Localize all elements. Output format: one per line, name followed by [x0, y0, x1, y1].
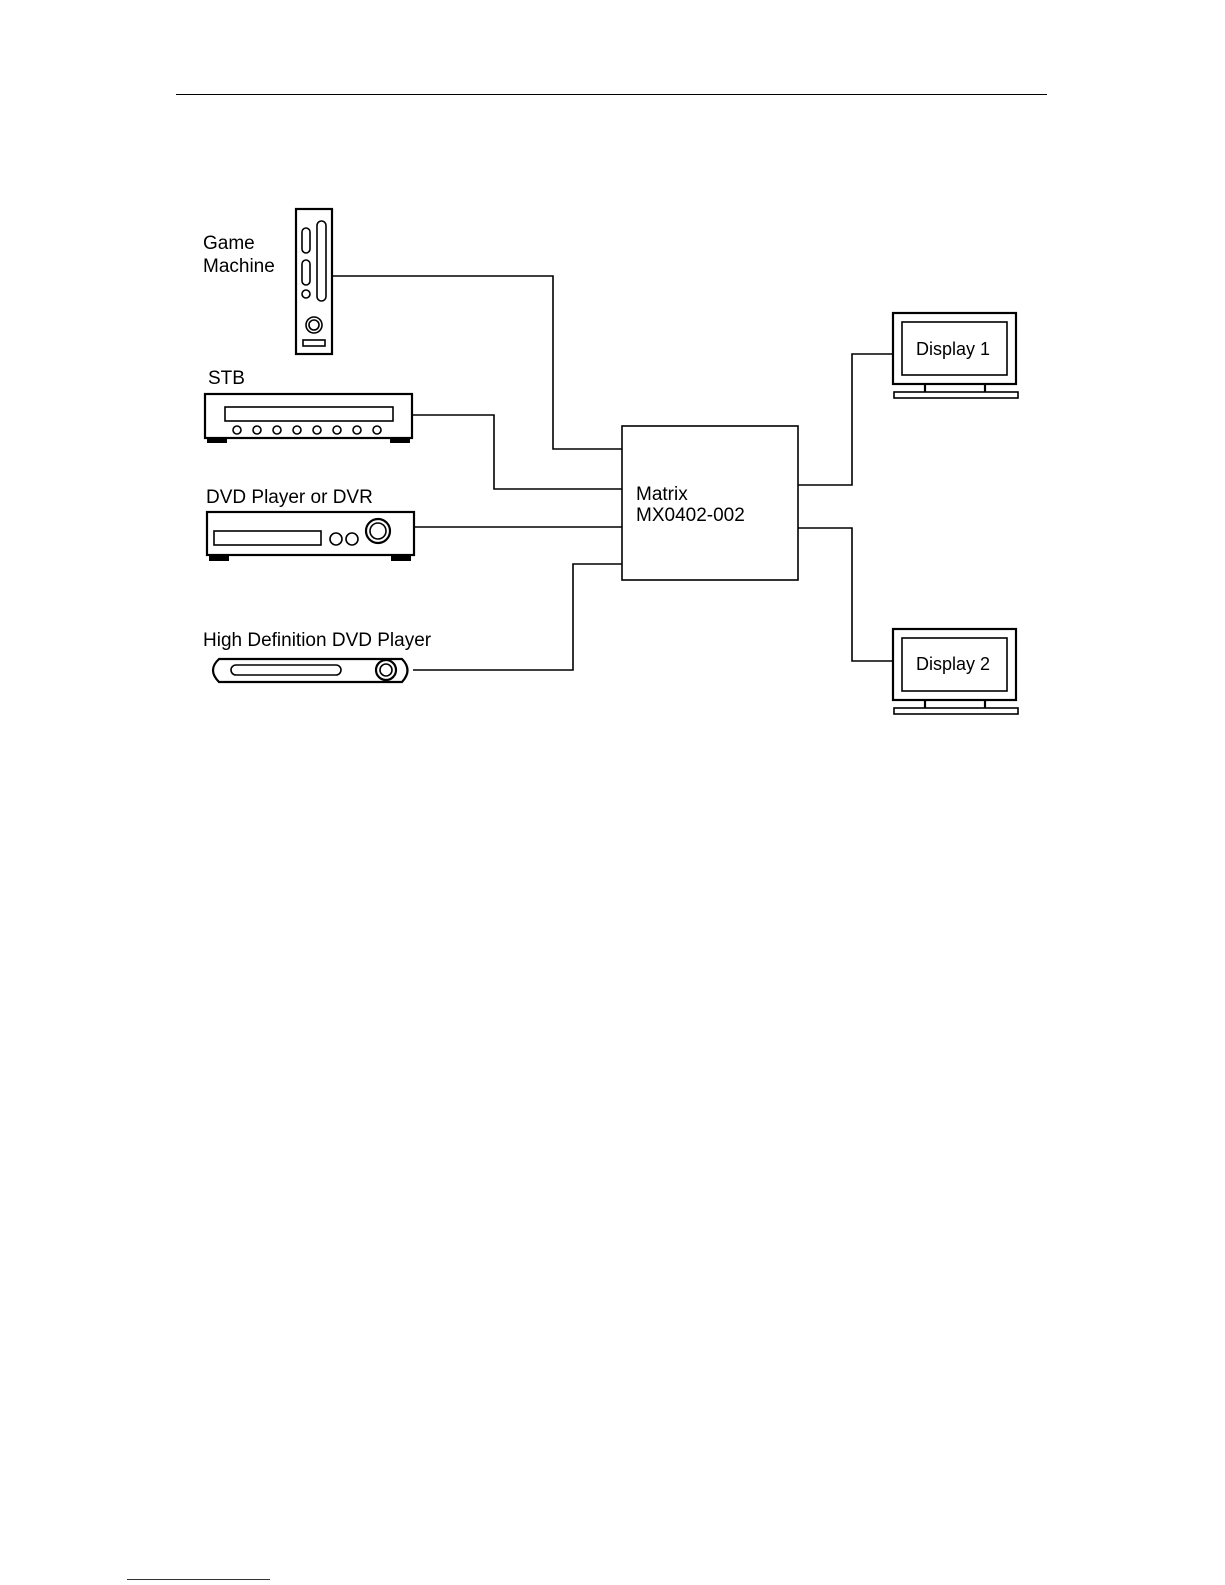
matrix-label-2: MX0402-002: [636, 505, 745, 526]
display2-node: Display 2: [893, 629, 1018, 714]
display2-label: Display 2: [916, 654, 990, 674]
display1-node: Display 1: [893, 313, 1018, 398]
game-machine-label-2: Machine: [203, 256, 275, 277]
edge-hddvd-to-matrix: [413, 564, 622, 670]
edge-stb-to-matrix: [412, 415, 622, 489]
connections: [332, 276, 893, 670]
dvd-label: DVD Player or DVR: [206, 487, 373, 508]
display1-label: Display 1: [916, 339, 990, 359]
game-machine-node: Game Machine: [203, 209, 332, 354]
edge-game-to-matrix: [332, 276, 622, 449]
hd-dvd-label: High Definition DVD Player: [203, 630, 432, 651]
hd-dvd-player-icon: [213, 659, 408, 682]
dvd-player-icon: [207, 512, 414, 561]
edge-matrix-to-display1: [798, 354, 893, 485]
game-console-icon: [296, 209, 332, 354]
stb-node: STB: [205, 368, 412, 443]
dvd-node: DVD Player or DVR: [206, 487, 414, 561]
footer-rule: [127, 1579, 270, 1580]
game-machine-label-1: Game: [203, 233, 255, 254]
set-top-box-icon: [205, 394, 412, 443]
edge-matrix-to-display2: [798, 528, 893, 661]
matrix-label-1: Matrix: [636, 484, 688, 505]
stb-label: STB: [208, 368, 245, 389]
matrix-node: Matrix MX0402-002: [622, 426, 798, 580]
hd-dvd-node: High Definition DVD Player: [203, 630, 432, 682]
